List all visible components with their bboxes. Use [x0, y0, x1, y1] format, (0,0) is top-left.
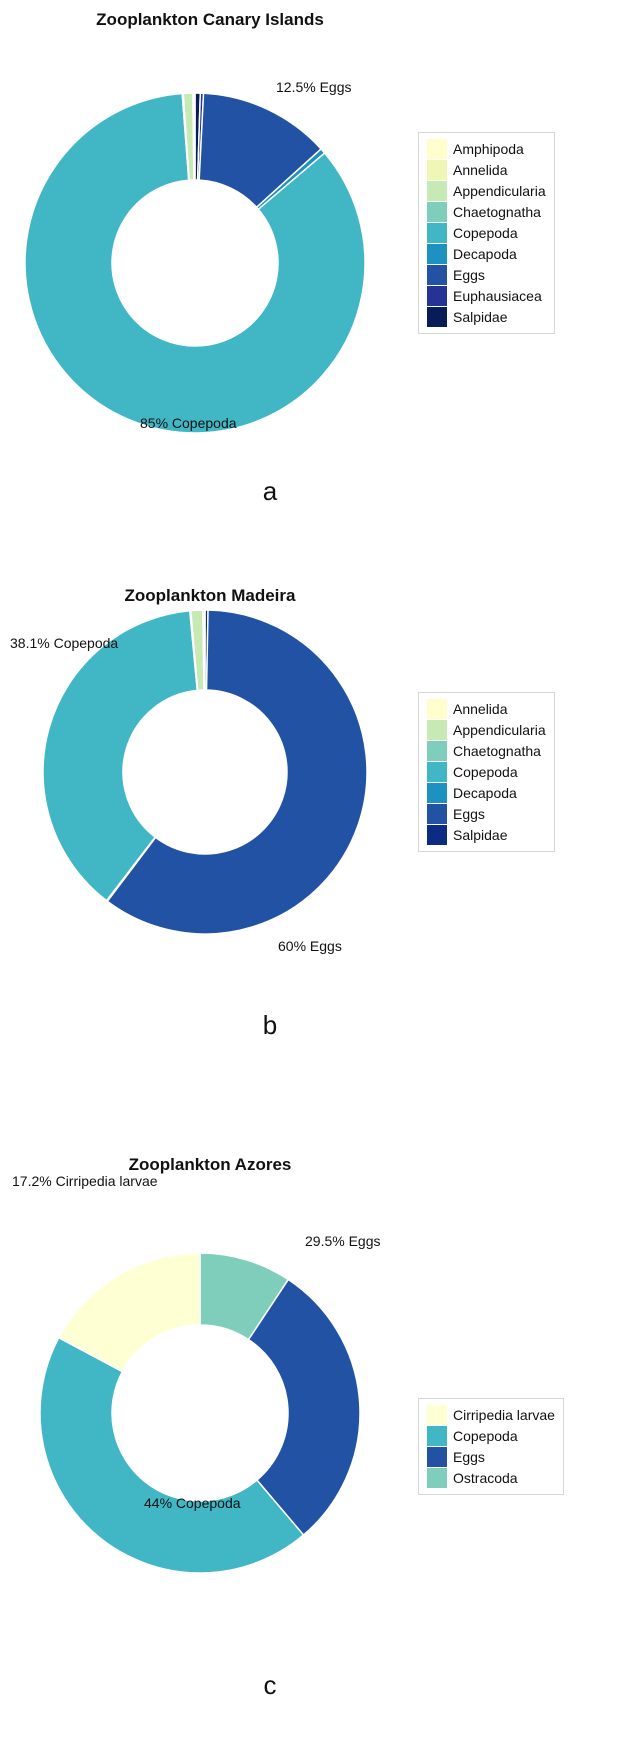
panel-label: b [262, 1010, 278, 1040]
legend-item: Ostracoda [427, 1468, 555, 1488]
slice-copepoda [39, 1336, 305, 1574]
data-label-copepoda: 38.1% Copepoda [10, 635, 118, 651]
legend-item: Decapoda [427, 244, 546, 264]
legend-label: Cirripedia larvae [453, 1407, 555, 1423]
legend-label: Copepoda [453, 1428, 518, 1444]
chart-panel-madeira: Zooplankton Madeira 38.1% Copepoda 60% Eg… [0, 580, 617, 1150]
legend-label: Decapoda [453, 246, 517, 262]
legend-swatch [427, 1405, 447, 1425]
legend-label: Eggs [453, 1449, 485, 1465]
legend-label: Copepoda [453, 764, 518, 780]
legend-swatch [427, 307, 447, 327]
legend-swatch [427, 804, 447, 824]
legend-item: Decapoda [427, 783, 546, 803]
legend-label: Eggs [453, 806, 485, 822]
legend-item: Eggs [427, 1447, 555, 1467]
data-label-eggs: 29.5% Eggs [305, 1233, 381, 1249]
legend-item: Annelida [427, 160, 546, 180]
legend-label: Salpidae [453, 827, 508, 843]
panel-label: a [262, 476, 278, 506]
panel-label: c [263, 1670, 277, 1700]
legend-label: Eggs [453, 267, 485, 283]
donut-chart-azores: 17.2% Cirripedia larvae 29.5% Eggs 44% Cop… [12, 1173, 381, 1574]
legend-item: Copepoda [427, 223, 546, 243]
legend-item: Salpidae [427, 825, 546, 845]
legend-swatch [427, 286, 447, 306]
legend-swatch [427, 1468, 447, 1488]
legend-label: Euphausiacea [453, 288, 542, 304]
legend-swatch [427, 181, 447, 201]
legend-label: Amphipoda [453, 141, 524, 157]
legend-swatch [427, 783, 447, 803]
legend-swatch [427, 741, 447, 761]
legend-swatch [427, 265, 447, 285]
data-label-eggs: 12.5% Eggs [276, 79, 352, 95]
legend-item: Eggs [427, 804, 546, 824]
data-label-eggs: 60% Eggs [278, 938, 342, 954]
legend-item: Copepoda [427, 1426, 555, 1446]
legend-swatch [427, 1447, 447, 1467]
legend-label: Salpidae [453, 309, 508, 325]
legend-swatch [427, 720, 447, 740]
legend-swatch [427, 762, 447, 782]
slice-copepoda [42, 609, 199, 902]
legend-item: Chaetognatha [427, 202, 546, 222]
chart-title: Zooplankton Azores [128, 1155, 292, 1174]
chart-title: Zooplankton Madeira [124, 586, 296, 605]
legend-swatch [427, 699, 447, 719]
chart-title: Zooplankton Canary Islands [96, 10, 324, 29]
donut-chart-madeira: 38.1% Copepoda 60% Eggs [10, 609, 368, 954]
legend-label: Appendicularia [453, 722, 546, 738]
legend-item: Appendicularia [427, 720, 546, 740]
legend-item: Annelida [427, 699, 546, 719]
slice-eggs [106, 609, 368, 935]
legend-item: Copepoda [427, 762, 546, 782]
legend-item: Amphipoda [427, 139, 546, 159]
legend-item: Euphausiacea [427, 286, 546, 306]
legend-item: Cirripedia larvae [427, 1405, 555, 1425]
legend-label: Annelida [453, 162, 508, 178]
legend-swatch [427, 825, 447, 845]
slice-amphipoda [193, 92, 196, 181]
data-label-copepoda: 85% Copepoda [140, 415, 237, 431]
legend-swatch [427, 1426, 447, 1446]
legend-item: Salpidae [427, 307, 546, 327]
legend-swatch [427, 223, 447, 243]
legend-item: Eggs [427, 265, 546, 285]
donut-chart-canary: 12.5% Eggs 85% Copepoda [24, 79, 366, 434]
data-label-copepoda: 44% Copepoda [144, 1495, 241, 1511]
legend-label: Annelida [453, 701, 508, 717]
legend-swatch [427, 244, 447, 264]
chart-panel-canary: Zooplankton Canary Islands 12.5% Eggs 85%… [0, 0, 617, 580]
chart-panel-azores: Zooplankton Azores 17.2% Cirripedia larv… [0, 1150, 617, 1752]
legend-item: Appendicularia [427, 181, 546, 201]
data-label-cirripedia-larvae: 17.2% Cirripedia larvae [12, 1173, 158, 1189]
legend-label: Chaetognatha [453, 743, 541, 759]
legend-swatch [427, 160, 447, 180]
legend-label: Ostracoda [453, 1470, 518, 1486]
slice-annelida [202, 609, 206, 691]
legend-label: Decapoda [453, 785, 517, 801]
legend-item: Chaetognatha [427, 741, 546, 761]
slice-cirripedia-larvae [57, 1252, 201, 1373]
slice-copepoda [24, 92, 366, 434]
legend-label: Copepoda [453, 225, 518, 241]
legend-label: Chaetognatha [453, 204, 541, 220]
legend-label: Appendicularia [453, 183, 546, 199]
legend-swatch [427, 202, 447, 222]
legend-swatch [427, 139, 447, 159]
slice-eggs [247, 1278, 361, 1537]
